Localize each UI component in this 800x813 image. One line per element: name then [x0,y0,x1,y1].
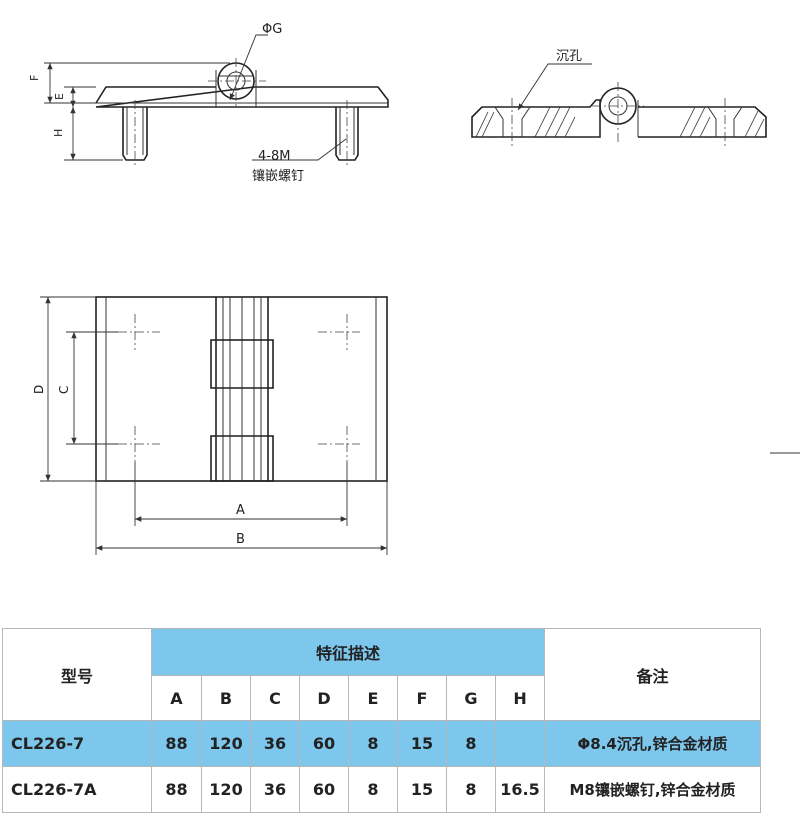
col-header-e: E [348,675,398,721]
col-header-g: G [446,675,496,721]
value-cell: 15 [397,720,447,767]
value-cell: 120 [201,766,251,813]
section-view [471,63,767,146]
f-label: F [28,75,41,81]
b-label: B [236,532,245,547]
col-header-b: B [201,675,251,721]
value-cell: 36 [250,720,300,767]
spec-table: 型号 特征描述 备注 A B C D E F G H CL226-7 88 12… [2,628,762,813]
value-cell [494,720,546,767]
col-header-d: D [299,675,349,721]
countersink-label: 沉孔 [556,49,582,64]
d-label: D [32,385,46,394]
value-cell: 8 [446,766,496,813]
value-cell: 8 [348,766,398,813]
value-cell: 36 [250,766,300,813]
value-cell: 120 [201,720,251,767]
value-cell: 60 [299,720,349,767]
value-cell: 88 [151,720,202,767]
h-label: H [52,129,65,137]
value-cell: 88 [151,766,202,813]
col-header-a: A [151,675,202,721]
features-header: 特征描述 [150,628,546,676]
side-view [44,34,389,166]
plan-view [40,296,800,555]
value-cell: 60 [299,766,349,813]
model-cell: CL226-7 [2,720,152,767]
remarks-header: 备注 [544,628,762,721]
a-label: A [236,503,245,518]
value-cell: 8 [348,720,398,767]
col-header-c: C [250,675,300,721]
model-header: 型号 [2,628,152,721]
remark-cell: M8镶嵌螺钉,锌合金材质 [544,766,762,813]
col-header-f: F [397,675,447,721]
table-row: CL226-7 88 120 36 60 8 15 8 Φ8.4沉孔,锌合金材质 [2,720,762,767]
insert-screw-label: 4-8M [258,149,290,164]
model-cell: CL226-7A [2,766,152,813]
c-label: C [57,386,71,394]
value-cell: 16.5 [494,766,546,813]
remark-cell: Φ8.4沉孔,锌合金材质 [544,720,762,767]
value-cell: 15 [397,766,447,813]
table-row: CL226-7A 88 120 36 60 8 15 8 16.5 M8镶嵌螺钉… [2,766,762,813]
e-label: E [53,93,66,100]
insert-screw-cn-label: 镶嵌螺钉 [252,168,304,184]
phi-g-label: ΦG [262,22,282,37]
hinge-technical-drawing: ΦG F E H 4-8M 镶嵌螺钉 沉孔 [28,22,800,555]
col-header-h: H [494,675,546,721]
value-cell: 8 [446,720,496,767]
